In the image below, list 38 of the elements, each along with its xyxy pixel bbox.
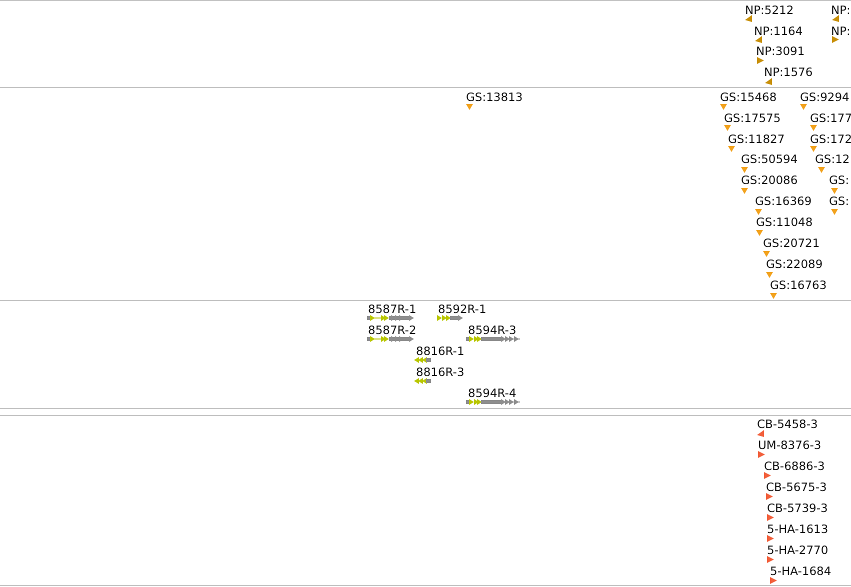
feature-label: GS:16763 [770,278,827,292]
feature-label: GS:50594 [741,152,798,166]
feature-label: GS:12 [815,152,850,166]
feature-label: GS:13813 [466,90,523,104]
feature-label: NP: [831,3,850,17]
feature-label: GS:20721 [763,236,820,250]
feature-label: CB-6886-3 [764,459,825,473]
feature-label: GS:16369 [755,194,812,208]
feature-label: GS:15468 [720,90,777,104]
feature-label: GS: [829,173,850,187]
feature-label: CB-5739-3 [767,501,828,515]
feature-label: UM-8376-3 [758,438,822,452]
feature-label: GS:22089 [766,257,823,271]
feature-label: 8816R-3 [416,365,464,379]
feature-label: GS:11048 [756,215,813,229]
feature-label: 8594R-4 [468,386,516,400]
feature-label: GS:17575 [724,111,781,125]
feature-label: GS:172 [810,132,851,146]
feature-label: GS:9294 [800,90,850,104]
feature-label: GS:20086 [741,173,798,187]
feature-label: 5-HA-1684 [770,564,832,578]
feature-label: NP:3091 [756,44,805,58]
feature-label: GS:177 [810,111,851,125]
feature-label: NP: [831,24,850,38]
feature-label: NP:5212 [745,3,794,17]
feature-label: 5-HA-2770 [767,543,828,557]
feature-label: GS:11827 [728,132,785,146]
feature-label: 8592R-1 [438,302,486,316]
feature-label: CB-5675-3 [766,480,827,494]
feature-label: 8587R-2 [368,323,416,337]
feature-label: GS: [829,194,850,208]
feature-label: 5-HA-1613 [767,522,828,536]
feature-label: 8587R-1 [368,302,416,316]
feature-label: CB-5458-3 [757,417,818,431]
feature-label: 8594R-3 [468,323,516,337]
feature-label: NP:1576 [764,65,813,79]
feature-label: NP:1164 [754,24,803,38]
feature-label: 8816R-1 [416,344,464,358]
